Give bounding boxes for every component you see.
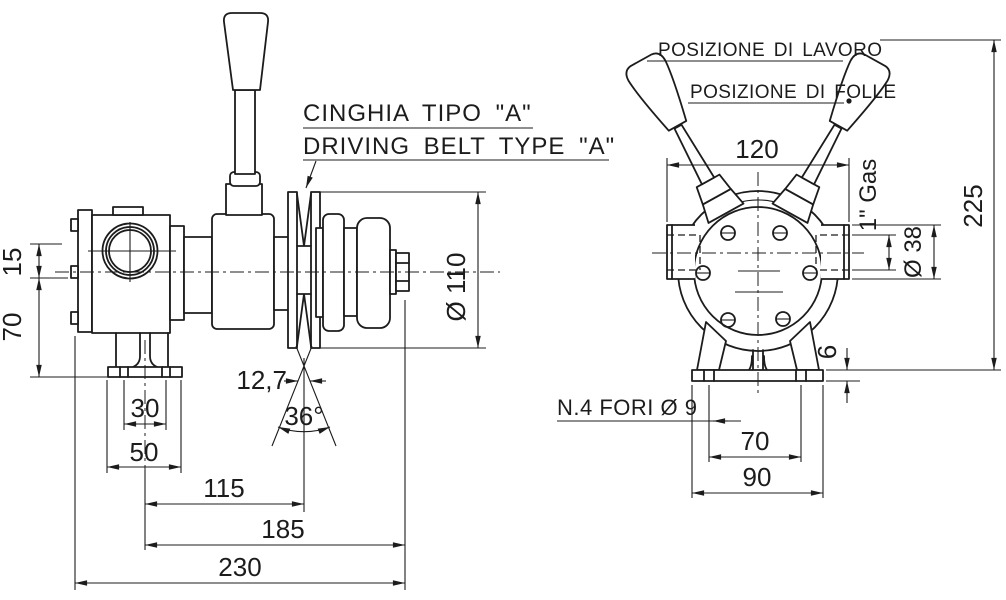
pulley-flange-left bbox=[287, 191, 298, 349]
belt-note: CINGHIA TIPO "A" DRIVING BELT TYPE "A" bbox=[303, 100, 615, 189]
dim-foot-to-groove: 115 bbox=[203, 473, 244, 503]
discharge-port bbox=[815, 224, 850, 280]
dim-foot-width: 50 bbox=[130, 437, 159, 467]
dim-port-span: 120 bbox=[735, 134, 778, 164]
leader-dot bbox=[846, 98, 852, 104]
dim-belt-width: 12,7 bbox=[236, 365, 287, 395]
dimensions-front: 120 1" Gas Ø 38 225 6 N.4 FORI Ø 9 bbox=[557, 39, 1001, 498]
label-holes-note: N.4 FORI Ø 9 bbox=[557, 395, 697, 420]
lever-neutral-position bbox=[771, 52, 891, 224]
belt-note-leader bbox=[305, 160, 317, 189]
dim-base-width: 90 bbox=[743, 462, 772, 492]
dimensions-side: 15 70 Ø 110 12,7 36° 30 50 115 185 bbox=[0, 191, 486, 590]
foot-slots bbox=[119, 366, 171, 378]
dim-slot-width: 30 bbox=[131, 393, 160, 423]
lever-knob-front bbox=[625, 52, 688, 132]
lever-working-position bbox=[625, 52, 745, 224]
drum-outer bbox=[356, 217, 391, 329]
label-working-position: POSIZIONE DI LAVORO bbox=[658, 40, 882, 61]
top-boss bbox=[112, 206, 144, 216]
front-view: POSIZIONE DI LAVORO POSIZIONE DI FOLLE 1… bbox=[557, 39, 1001, 498]
dim-base-thickness: 6 bbox=[812, 345, 842, 359]
flange-tab bbox=[70, 311, 79, 325]
dim-pulley-diameter: Ø 110 bbox=[441, 253, 471, 322]
pump-body-side bbox=[70, 206, 183, 378]
v-groove bbox=[296, 193, 312, 347]
dim-foot-drop: 70 bbox=[0, 313, 27, 342]
dim-port-offset: 15 bbox=[0, 248, 27, 277]
dim-overall-height: 225 bbox=[958, 184, 988, 227]
dim-hole-spacing: 70 bbox=[741, 426, 770, 456]
lever-knob bbox=[223, 12, 269, 91]
lever-base bbox=[225, 183, 263, 216]
label-neutral-position: POSIZIONE DI FOLLE bbox=[690, 82, 896, 103]
down-pipe bbox=[115, 332, 169, 368]
lever-shaft bbox=[234, 89, 256, 175]
dim-port-thread: 1" Gas bbox=[855, 159, 882, 232]
centerlines-front bbox=[652, 172, 864, 393]
position-labels: POSIZIONE DI LAVORO POSIZIONE DI FOLLE bbox=[647, 40, 896, 104]
base-holes bbox=[703, 369, 807, 382]
dim-port-diameter: Ø 38 bbox=[900, 226, 927, 278]
lever-knob-front bbox=[828, 52, 891, 132]
belt-note-line1: CINGHIA TIPO "A" bbox=[303, 100, 532, 127]
hex-nut-flats bbox=[395, 262, 410, 282]
lever-side bbox=[223, 12, 269, 216]
flange-screws bbox=[695, 225, 818, 328]
centerlines-side bbox=[55, 222, 500, 470]
suction-port bbox=[666, 224, 701, 280]
port-centerline bbox=[88, 222, 176, 282]
flange-tab bbox=[70, 218, 79, 232]
dim-overall-length: 230 bbox=[218, 552, 261, 582]
belt-note-line2: DRIVING BELT TYPE "A" bbox=[303, 133, 615, 160]
dim-foot-to-shaft-end: 185 bbox=[261, 514, 304, 544]
side-view: 15 70 Ø 110 12,7 36° 30 50 115 185 bbox=[0, 12, 615, 590]
